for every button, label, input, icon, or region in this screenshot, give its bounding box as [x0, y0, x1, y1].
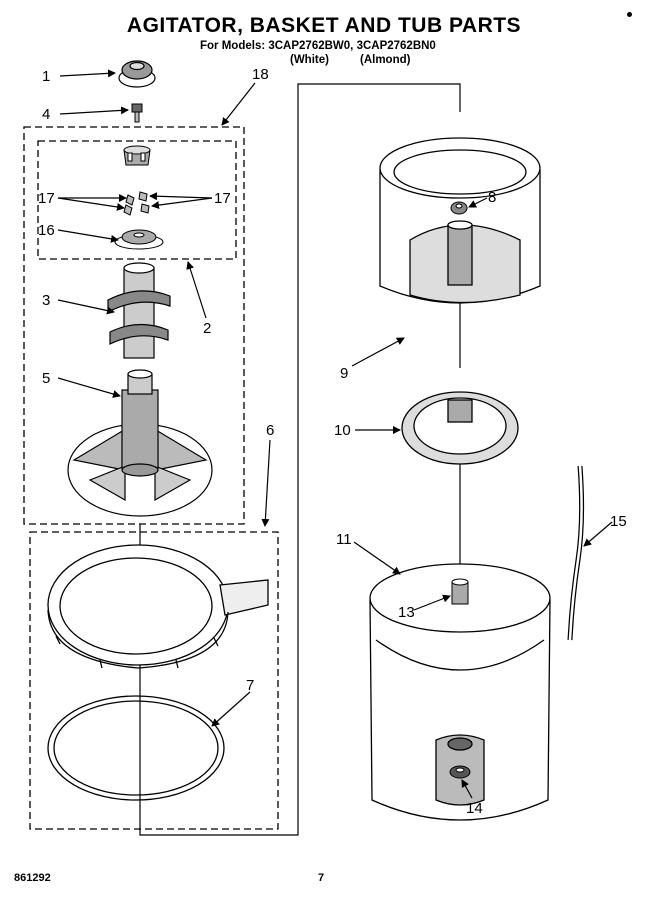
page-number: 7	[318, 872, 325, 884]
callout-15: 15	[610, 513, 627, 530]
callout-9: 9	[340, 365, 348, 382]
callout-5: 5	[42, 370, 50, 387]
document-code: 861292	[14, 872, 51, 884]
tub-ring-icon	[47, 544, 269, 669]
models-line: For Models: 3CAP2762BW0, 3CAP2762BN0	[200, 40, 436, 52]
agitator-cam-group-box	[37, 140, 237, 260]
tub-bearing-icon	[449, 765, 471, 779]
agitator-cam-icon	[123, 145, 151, 166]
basket-icon	[379, 137, 541, 304]
tub-seal-icon	[451, 578, 469, 605]
callout-17-right: 17	[214, 190, 231, 207]
variant-white: (White)	[290, 54, 329, 66]
callout-4: 4	[42, 106, 50, 123]
callout-11: 11	[336, 531, 352, 548]
callout-2: 2	[203, 320, 211, 337]
page-title: AGITATOR, BASKET AND TUB PARTS	[126, 14, 522, 37]
drive-block-icon	[401, 391, 519, 465]
callout-1: 1	[42, 68, 50, 85]
bolt-icon	[131, 103, 143, 123]
variant-almond: (Almond)	[360, 54, 411, 66]
agitator-dog-icon	[123, 191, 150, 216]
basket-nut-icon	[450, 201, 468, 215]
callout-10: 10	[334, 422, 351, 439]
callout-16: 16	[38, 222, 55, 239]
callout-17-left: 17	[38, 190, 55, 207]
callout-8: 8	[488, 189, 496, 206]
callout-13: 13	[398, 604, 415, 621]
agitator-cap-icon	[118, 60, 156, 88]
corner-dot-icon	[627, 12, 632, 17]
callout-6: 6	[266, 422, 274, 439]
snap-ring-icon	[47, 695, 225, 801]
callout-7: 7	[246, 677, 254, 694]
agitator-assembly-group-box	[23, 126, 245, 525]
callout-18: 18	[252, 66, 269, 83]
cam-base-icon	[114, 229, 164, 250]
auger-icon	[107, 262, 171, 359]
agitator-base-icon	[67, 369, 213, 517]
callout-14: 14	[466, 800, 483, 817]
outer-tub-icon	[369, 563, 551, 821]
callout-3: 3	[42, 292, 50, 309]
balance-ring-group-box	[29, 531, 279, 830]
